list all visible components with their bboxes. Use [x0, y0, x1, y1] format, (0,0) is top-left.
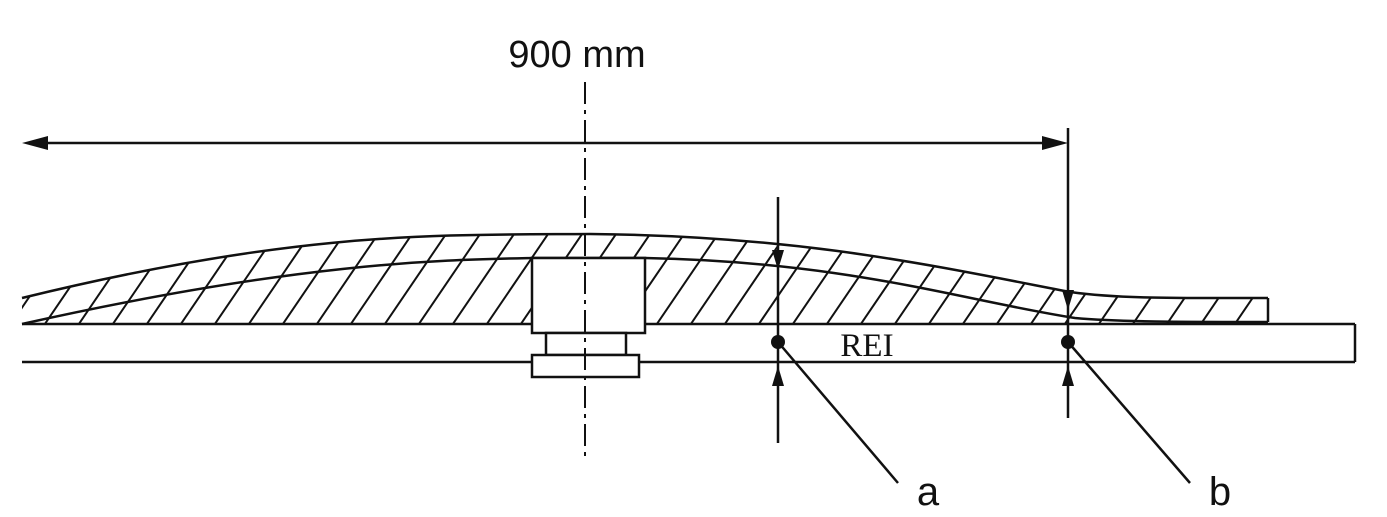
hatch-line [1257, 234, 1268, 324]
fastener-assembly [530, 256, 647, 379]
hatch-line [271, 234, 358, 324]
hatch-line [475, 234, 562, 324]
hatch-line [1292, 215, 1377, 340]
hatch-line [883, 234, 970, 324]
cover-profile [21, 215, 1377, 340]
hatch-line [781, 234, 868, 324]
hatch-line [713, 234, 800, 324]
hatch-line [135, 234, 222, 324]
hatch-line [747, 234, 834, 324]
hatch-line [339, 234, 426, 324]
dimension-label: 900 mm [508, 34, 645, 76]
point-b-label: b [1209, 470, 1231, 514]
measure-point-b [1061, 290, 1191, 484]
point-a-label: a [917, 470, 940, 514]
hatch-line [645, 234, 732, 324]
hatch-line [305, 234, 392, 324]
measure-point-a [771, 197, 899, 484]
hatch-line [22, 234, 86, 324]
hatch-line [1019, 234, 1106, 324]
base-plate-label: REI [840, 328, 893, 364]
hatch-line [679, 234, 766, 324]
hatch-line [441, 234, 528, 324]
hatch-line [169, 234, 256, 324]
hatch-line [373, 234, 460, 324]
base-plate [22, 322, 1357, 364]
